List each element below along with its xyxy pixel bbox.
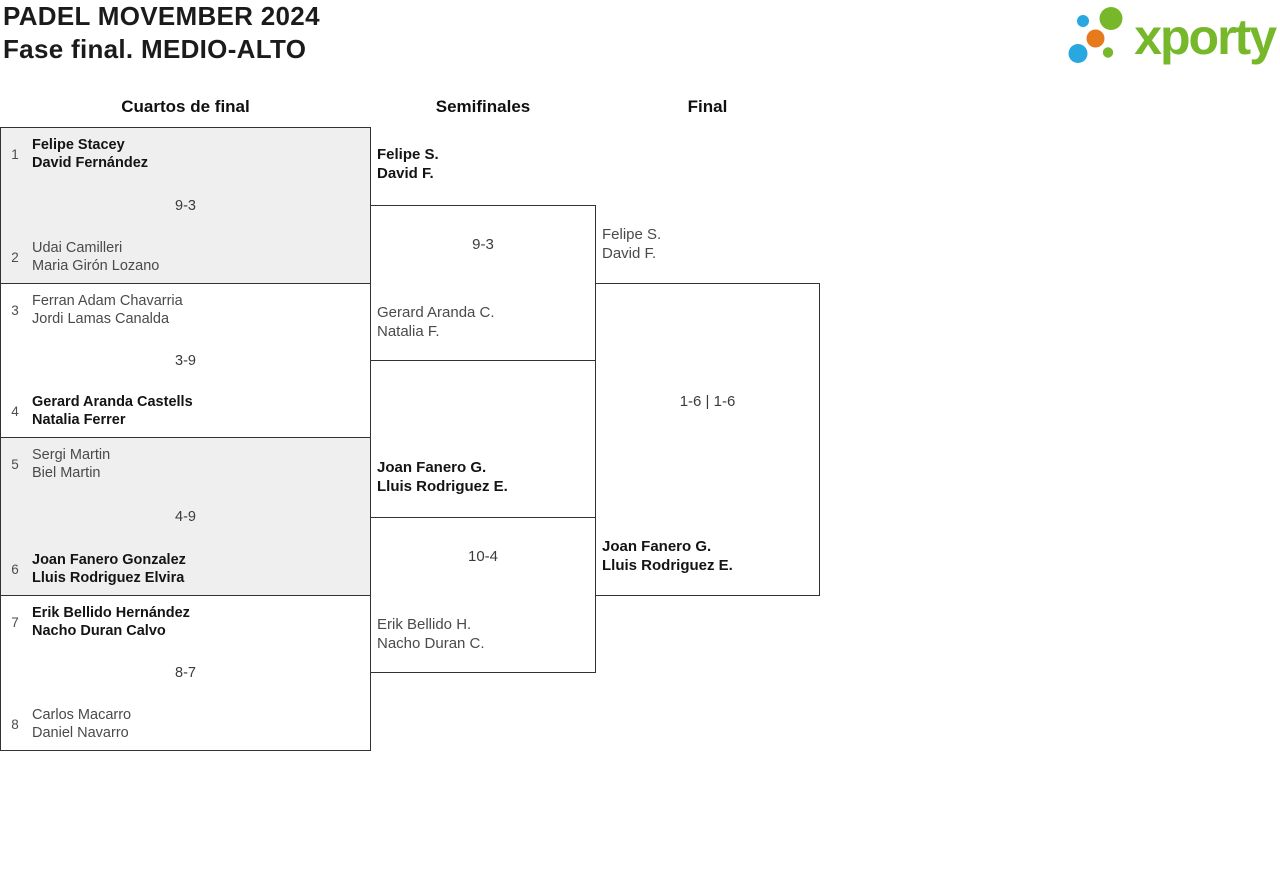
match-score: 8-7 [175, 665, 196, 681]
seed-number: 4 [11, 403, 19, 419]
team-players: Felipe S. David F. [377, 146, 439, 183]
player-name: David F. [377, 164, 434, 182]
player-name: Gerard Aranda Castells [32, 394, 193, 410]
match-score: 3-9 [175, 352, 196, 369]
player-name: Felipe S. [377, 146, 439, 163]
seed-number: 3 [11, 302, 19, 318]
team: 6 Joan Fanero Gonzalez Lluis Rodriguez E… [7, 551, 364, 587]
xporty-logo-text: xporty [1134, 9, 1277, 65]
team: 8 Carlos Macarro Daniel Navarro [7, 706, 364, 742]
xporty-logo-dots-icon [1068, 7, 1123, 63]
match-score: 9-3 [175, 197, 196, 214]
xporty-logo[interactable]: xporty [1056, 0, 1277, 76]
team-players: Erik Bellido Hernández Nacho Duran Calvo [32, 604, 190, 640]
team-players: Carlos Macarro Daniel Navarro [32, 706, 131, 742]
player-name: Udai Camilleri [32, 240, 123, 256]
player-name: David Fernández [32, 155, 149, 171]
team-players: Sergi Martin Biel Martin [32, 446, 110, 482]
final-match[interactable] [595, 283, 820, 596]
player-name: Sergi Martin [32, 447, 111, 463]
round-header-semifinals: Semifinales [435, 97, 531, 116]
team-players: Udai Camilleri Maria Girón Lozano [32, 239, 159, 275]
team-players: Gerard Aranda C. Natalia F. [377, 304, 495, 341]
player-name: Erik Bellido Hernández [32, 605, 190, 621]
team-players: Joan Fanero G. Lluis Rodriguez E. [377, 459, 508, 496]
player-name: Joan Fanero Gonzalez [32, 552, 186, 568]
player-name: Gerard Aranda C. [377, 304, 495, 321]
team: 7 Erik Bellido Hernández Nacho Duran Cal… [7, 604, 364, 640]
team: 2 Udai Camilleri Maria Girón Lozano [7, 239, 364, 275]
team: 3 Ferran Adam Chavarria Jordi Lamas Cana… [7, 292, 364, 328]
player-name: Joan Fanero G. [602, 538, 712, 555]
team: 5 Sergi Martin Biel Martin [7, 446, 364, 482]
player-name: Natalia Ferrer [32, 412, 126, 428]
seed-number: 1 [11, 146, 19, 162]
match-score: 9-3 [472, 236, 494, 253]
team-players: Felipe S. David F. [602, 226, 661, 263]
match-score: 4-9 [175, 508, 196, 525]
player-name: Daniel Navarro [32, 725, 129, 741]
player-name: David F. [602, 244, 657, 262]
player-name: Maria Girón Lozano [32, 258, 160, 274]
team-players: Erik Bellido H. Nacho Duran C. [377, 616, 485, 653]
player-name: Lluis Rodriguez Elvira [32, 570, 185, 586]
team-players: Gerard Aranda Castells Natalia Ferrer [32, 393, 193, 429]
seed-number: 2 [11, 249, 19, 265]
quarterfinal-match-1[interactable]: 1 Felipe Stacey David Fernández 9-3 2 Ud… [0, 127, 371, 284]
team-players: Joan Fanero G. Lluis Rodriguez E. [602, 538, 733, 575]
player-name: Felipe S. [602, 226, 662, 243]
player-name: Natalia F. [377, 322, 440, 340]
player-name: Nacho Duran Calvo [32, 623, 166, 639]
match-score: 10-4 [467, 548, 499, 565]
team: 4 Gerard Aranda Castells Natalia Ferrer [7, 393, 364, 429]
team-players: Ferran Adam Chavarria Jordi Lamas Canald… [32, 292, 183, 328]
team-players: Joan Fanero Gonzalez Lluis Rodriguez Elv… [32, 551, 186, 587]
player-name: Lluis Rodriguez E. [377, 477, 508, 495]
seed-number: 6 [11, 561, 19, 577]
team: 1 Felipe Stacey David Fernández [7, 136, 364, 172]
player-name: Nacho Duran C. [377, 634, 485, 652]
seed-number: 7 [11, 614, 19, 630]
player-name: Erik Bellido H. [377, 616, 472, 633]
player-name: Ferran Adam Chavarria [32, 293, 183, 309]
player-name: Felipe Stacey [32, 137, 125, 153]
player-name: Joan Fanero G. [377, 459, 487, 476]
page-subtitle: Fase final. MEDIO-ALTO [3, 34, 307, 64]
page-header: PADEL MOVEMBER 2024 Fase final. MEDIO-AL… [3, 0, 320, 66]
player-name: Lluis Rodriguez E. [602, 556, 733, 574]
player-name: Jordi Lamas Canalda [32, 311, 170, 327]
quarterfinal-match-4[interactable]: 7 Erik Bellido Hernández Nacho Duran Cal… [0, 595, 371, 751]
player-name: Carlos Macarro [32, 707, 132, 723]
team-players: Felipe Stacey David Fernández [32, 136, 148, 172]
quarterfinal-match-2[interactable]: 3 Ferran Adam Chavarria Jordi Lamas Cana… [0, 283, 371, 438]
page-title: PADEL MOVEMBER 2024 [3, 1, 320, 31]
player-name: Biel Martin [32, 465, 101, 481]
match-score: 1-6 | 1-6 [679, 393, 736, 410]
round-header-quarterfinals: Cuartos de final [121, 97, 250, 116]
seed-number: 5 [11, 456, 19, 472]
seed-number: 8 [11, 716, 19, 732]
round-header-final: Final [687, 97, 728, 116]
quarterfinal-match-3[interactable]: 5 Sergi Martin Biel Martin 4-9 6 Joan Fa… [0, 437, 371, 596]
